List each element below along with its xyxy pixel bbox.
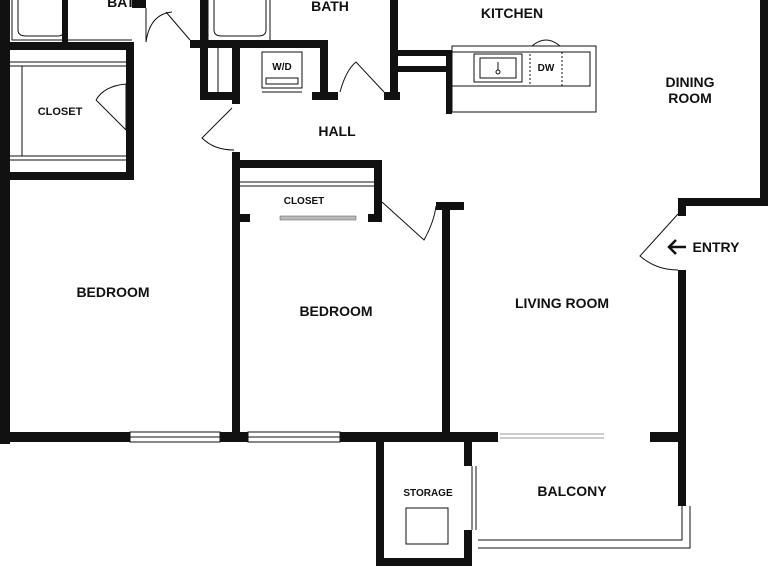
label-bedroom-left: BEDROOM [76, 284, 149, 300]
arrow-left-icon [667, 239, 686, 255]
label-washer-dryer: W/D [272, 62, 291, 73]
windows [129, 431, 604, 443]
label-storage: STORAGE [403, 488, 453, 499]
label-dishwasher: DW [538, 63, 555, 74]
label-dining-1: DINING [666, 74, 715, 90]
label-living-room: LIVING ROOM [515, 295, 609, 311]
label-bath-left: BATH [107, 0, 145, 10]
label-balcony: BALCONY [537, 483, 607, 499]
fixtures [10, 0, 691, 549]
label-hall: HALL [318, 123, 356, 139]
doors [95, 8, 679, 271]
label-dining-2: ROOM [668, 90, 712, 106]
label-closet-left: CLOSET [38, 106, 83, 118]
label-bath-center: BATH [311, 0, 349, 14]
label-closet-center: CLOSET [284, 196, 325, 207]
label-bedroom-center: BEDROOM [299, 303, 372, 319]
room-labels: BATH BATH KITCHEN DINING ROOM CLOSET W/D… [38, 0, 740, 499]
label-entry: ENTRY [693, 239, 741, 255]
label-kitchen: KITCHEN [481, 5, 543, 21]
